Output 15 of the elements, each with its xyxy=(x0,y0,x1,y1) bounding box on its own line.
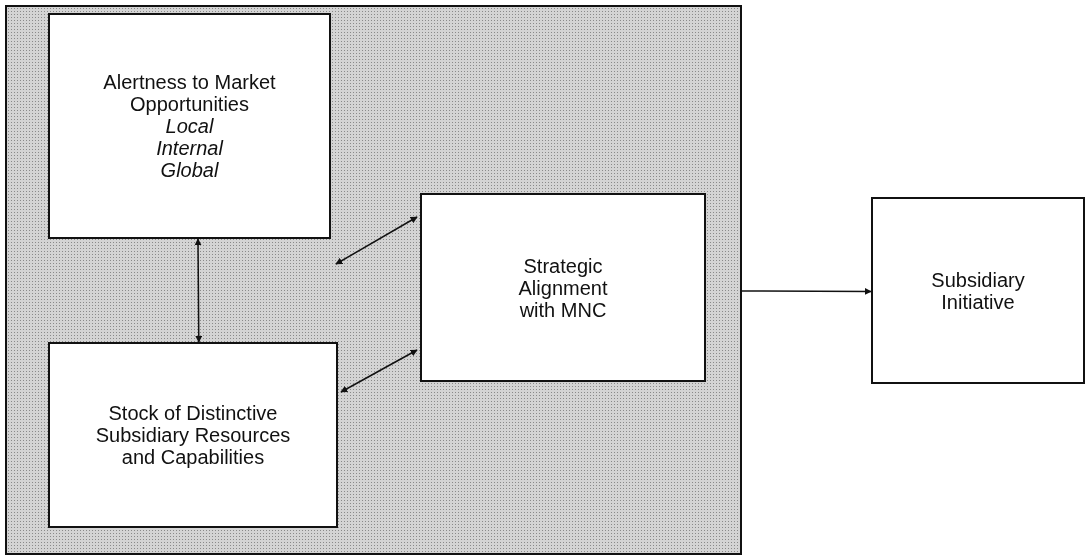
concept-box xyxy=(420,193,706,382)
concept-box xyxy=(48,342,338,528)
arrow xyxy=(194,238,203,343)
arrow xyxy=(340,349,418,393)
concept-box xyxy=(871,197,1085,384)
item-label: Internal xyxy=(156,137,223,159)
item-label: Local xyxy=(165,115,214,137)
concept-box xyxy=(48,13,331,239)
arrow xyxy=(335,216,418,265)
box-label: Alertness to Market Opportunities xyxy=(102,71,277,115)
box-label: Stock of Distinctive Subsidiary Resources and Capabilities xyxy=(94,402,292,468)
item-label: Global xyxy=(160,159,219,181)
box-label: Subsidiary Initiative xyxy=(930,268,1026,313)
arrow xyxy=(741,287,872,295)
box-label: Strategic Alignment with MNC xyxy=(517,254,609,321)
